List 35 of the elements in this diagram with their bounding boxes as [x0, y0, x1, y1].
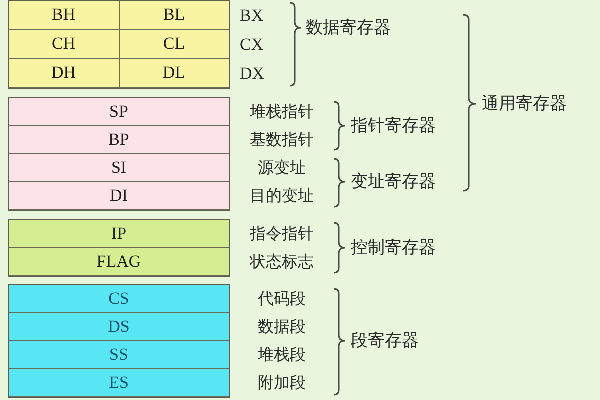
register-description: 状态标志	[248, 251, 315, 273]
register-pair-name: CX	[240, 34, 264, 56]
register-description: 堆栈指针	[249, 101, 315, 123]
register-pair-name: DX	[240, 62, 265, 84]
register-cell: SI	[9, 154, 229, 181]
register-cell: BP	[9, 126, 229, 153]
register-cell: DI	[9, 182, 229, 209]
register-cell: CL	[120, 30, 229, 58]
register-description: 基数指针	[249, 129, 315, 151]
group-label: 指针寄存器	[351, 115, 436, 138]
group-label: 变址寄存器	[351, 171, 436, 194]
register-cell: BH	[9, 1, 118, 29]
register-pair-name: BX	[240, 4, 264, 26]
register-description: 目的变址	[249, 185, 315, 207]
register-cell: DL	[120, 59, 229, 87]
register-description: 指令指针	[249, 223, 315, 245]
register-cell: BL	[120, 1, 229, 29]
register-description: 附加段	[257, 372, 307, 394]
group-label: 控制寄存器	[351, 237, 436, 260]
group-label: 通用寄存器	[482, 93, 567, 116]
register-description: 代码段	[257, 288, 307, 310]
register-cell: IP	[9, 220, 229, 247]
group-label: 段寄存器	[351, 330, 419, 353]
register-cell: CS	[9, 285, 229, 312]
register-cell: DS	[9, 313, 229, 340]
register-description: 堆栈段	[257, 344, 307, 366]
register-description: 数据段	[257, 316, 307, 338]
register-cell: SP	[9, 98, 229, 125]
register-cell: SS	[9, 341, 229, 368]
register-cell: CH	[9, 30, 118, 58]
register-description: 源变址	[257, 157, 307, 179]
register-cell: ES	[9, 369, 229, 396]
register-cell: DH	[9, 59, 118, 87]
group-label: 数据寄存器	[306, 17, 391, 40]
register-cell: FLAG	[9, 248, 229, 275]
